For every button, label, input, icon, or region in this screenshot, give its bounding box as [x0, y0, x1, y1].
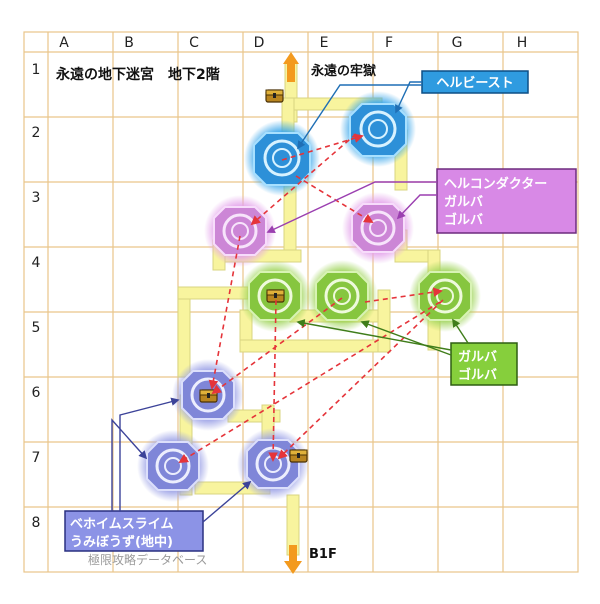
column-header: H: [517, 35, 528, 51]
map-title: 永遠の地下迷宮 地下2階: [55, 66, 220, 83]
room-green-e5: [306, 260, 378, 332]
callout-text: うみぼうず(地中): [70, 534, 173, 550]
room-pink-c3: [204, 195, 276, 267]
row-header: 4: [32, 255, 41, 271]
column-header: D: [254, 35, 265, 51]
column-header: G: [452, 35, 463, 51]
callout-text: ガルバ: [458, 350, 497, 365]
room-blue-d2: [244, 120, 320, 196]
callout-hellbeast: ヘルビースト: [297, 70, 529, 150]
warp-circle-icon: [368, 119, 388, 139]
row-header: 5: [32, 320, 41, 336]
warp-links: [178, 133, 444, 464]
column-header: F: [385, 35, 393, 51]
row-header: 1: [32, 62, 41, 78]
rooms: [137, 91, 481, 502]
callout-hellconductor: ヘルコンダクター ガルバ ゴルバ: [266, 168, 577, 234]
callout-text: ガルバ: [444, 195, 483, 210]
callout-text: ベホイムスライム: [70, 517, 173, 532]
stairs-down-arrow-icon: [284, 545, 302, 574]
stairs-up-arrow-icon: [283, 52, 299, 82]
treasure-chest-icon: [266, 289, 285, 303]
row-headers: 1 2 3 4 5 6 7 8: [32, 62, 41, 531]
row-header: 3: [32, 190, 41, 206]
treasures: [199, 89, 308, 463]
callout-text: ゴルバ: [458, 367, 497, 383]
room-purple-b7: [137, 430, 209, 502]
watermark: 極限攻略データベース: [88, 552, 207, 567]
exit-up-label: 永遠の牢獄: [310, 63, 376, 79]
row-header: 8: [32, 515, 41, 531]
treasure-chest-icon: [265, 89, 284, 103]
column-header: B: [124, 35, 134, 51]
row-header: 7: [32, 450, 41, 466]
column-header: C: [189, 35, 199, 51]
row-header: 2: [32, 125, 41, 141]
map-grid: [23, 31, 579, 573]
warp-circle-icon: [164, 457, 182, 475]
row-header: 6: [32, 385, 41, 401]
callout-behoimu: ベホイムスライム うみぼうず(地中): [64, 397, 252, 552]
exit-down-label: B1F: [309, 547, 337, 562]
room-blue-f2: [340, 91, 416, 167]
treasure-chest-icon: [199, 389, 218, 403]
treasure-chest-icon: [289, 449, 308, 463]
callout-text: ヘルコンダクター: [444, 176, 547, 192]
callout-garuba: ガルバ ゴルバ: [296, 318, 518, 386]
callout-text: ゴルバ: [444, 212, 483, 228]
room-pink-f3: [342, 192, 414, 264]
warp-circle-icon: [333, 287, 351, 305]
column-header: A: [59, 35, 69, 51]
column-headers: A B C D E F G H: [59, 35, 527, 51]
callout-text: ヘルビースト: [436, 75, 513, 91]
warp-circle-icon: [369, 219, 387, 237]
room-green-g5: [409, 260, 481, 332]
column-header: E: [320, 35, 329, 51]
